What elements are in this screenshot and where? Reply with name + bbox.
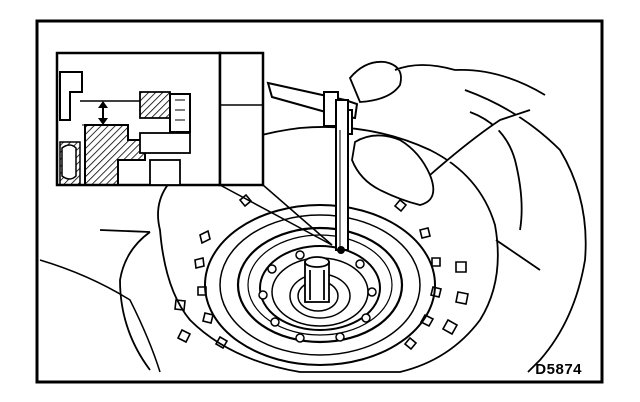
- technician-hand: [348, 60, 531, 206]
- center-shaft: [304, 256, 330, 303]
- depth-gauge-tool: [266, 81, 359, 254]
- spline-teeth: [174, 193, 469, 351]
- callout-leader: [219, 184, 333, 246]
- bolt-holes: [258, 250, 377, 343]
- inset-detail: [55, 51, 265, 187]
- clutch-drum: [204, 204, 436, 366]
- housing-edge: [39, 259, 161, 373]
- figure-code: D5874: [535, 361, 582, 378]
